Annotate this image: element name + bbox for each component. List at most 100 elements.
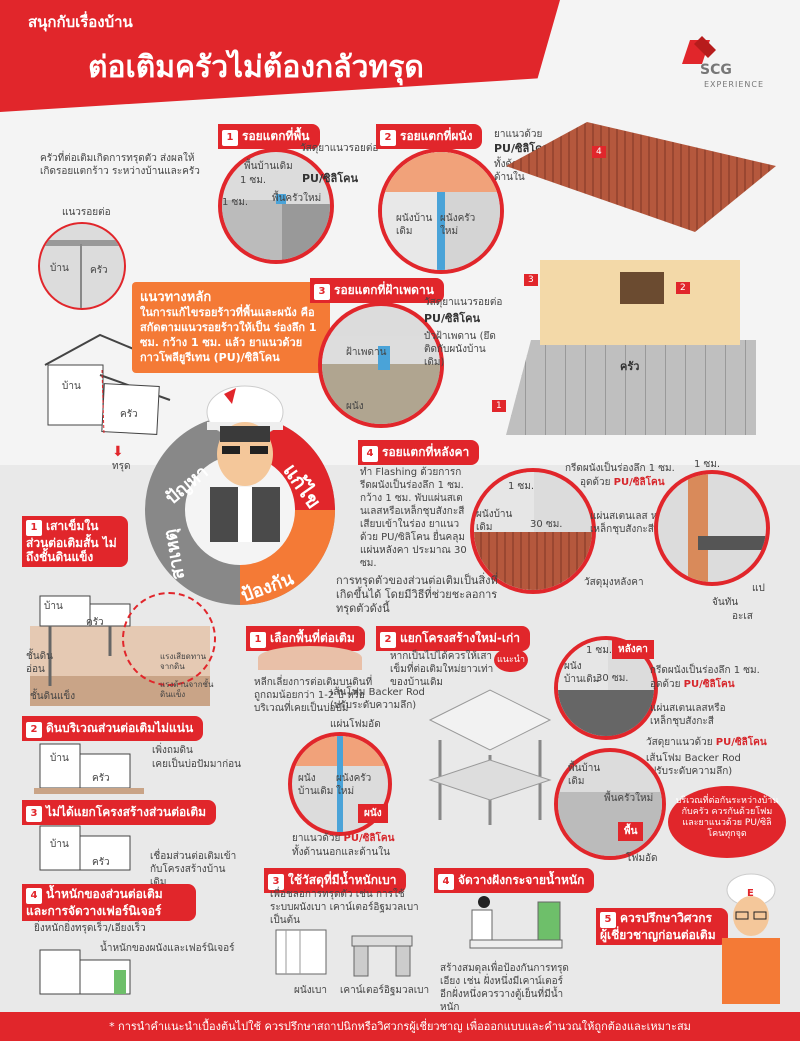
guideline-text: ในการแก้ไขรอยร้าวที่พื้นและผนัง คือ สกัด… xyxy=(140,306,317,364)
cause-3-kitchen: ครัว xyxy=(92,857,110,868)
soil-mound xyxy=(258,646,362,670)
tip-badge: แนะนำ xyxy=(494,648,528,672)
roof-dim-2: 30 ซม. xyxy=(530,519,563,530)
svg-text:E: E xyxy=(747,888,754,899)
crack-detail-circle: บ้าน ครัว xyxy=(38,222,126,310)
floor-joint-new: พื้นครัวใหม่ xyxy=(604,793,654,804)
prevent-3-text: เพื่อชลอการทรุดตัว เช่น การใช้ระบบผนังเบ… xyxy=(270,889,419,926)
advice-bubble: บริเวณที่ต่อกันระหว่างบ้านกับครัว ควรกัน… xyxy=(668,786,786,858)
cause-2-point-2: เคยเป็นบ่อปัมมาก่อน xyxy=(152,759,241,770)
lightweight-materials-diagram xyxy=(275,929,413,977)
roof-joint-dim-1: 1 ซม. xyxy=(586,645,613,656)
floor-new-label: พื้นครัวใหม่ xyxy=(272,193,322,204)
floor-note: วัสดุยาแนวรอยต่อ xyxy=(300,143,379,154)
joined-structure-diagram xyxy=(39,825,131,871)
resistance-label: แรงต้านจากชั้นดินแข็ง xyxy=(160,680,214,699)
roof-groove-label: กรีดผนังเป็นร่องลึก 1 ซม. xyxy=(565,463,675,474)
cause-3-house: บ้าน xyxy=(50,839,69,850)
roof-structure-circle xyxy=(654,470,770,586)
intro-house: บ้าน xyxy=(50,263,69,274)
prevent-intro: การทรุดตัวของส่วนต่อเติมเป็นสิ่งที่เกิดข… xyxy=(336,574,498,615)
roof-structure-dim: 1 ซม. xyxy=(694,459,721,470)
floor-joint-old: พื้นบ้านเดิม xyxy=(568,763,601,787)
heavy-load-diagram xyxy=(39,949,131,995)
joint-wall-new: ผนังครัวใหม่ xyxy=(336,773,372,797)
intro-text: ครัวที่ต่อเติมเกิดการทรุดตัว ส่งผลให้เกิ… xyxy=(40,153,200,177)
sinking-house-diagram xyxy=(44,333,171,436)
floor-joint-circle xyxy=(554,748,666,860)
cause-4-sub: ยิ่งหนักยิ่งทรุดเร็ว/เอียงเร็ว xyxy=(34,923,146,934)
guideline-heading: แนวทางหลัก xyxy=(140,290,212,305)
roof-dim-1: 1 ซม. xyxy=(508,481,535,492)
roof-wall-label: ผนังบ้านเดิม xyxy=(476,509,513,533)
logo-brand: SCG xyxy=(700,62,732,78)
loose-soil-diagram xyxy=(34,743,144,794)
hard-soil-label: ชั้นดินแข็ง xyxy=(30,691,76,702)
page-title: ต่อเติมครัวไม่ต้องกลัวทรุด xyxy=(88,50,424,85)
consultant-engineer-icon: E xyxy=(722,873,780,1004)
prevent-1-text: หลีกเลี่ยงการต่อเติมบนดินที่ถูกถมน้อยกว่… xyxy=(254,677,373,714)
scg-logo-icon xyxy=(682,36,716,64)
header-subtitle: สนุกกับเรื่องบ้าน xyxy=(28,13,133,31)
roof-fill-label: อุดด้วย PU/ซิลิโคน xyxy=(580,477,665,488)
floor-joint-backer: เส้นโฟม Backer Rod (ปรับระดับความลึก) xyxy=(646,753,741,777)
floor-dim-2: 1 ซม. xyxy=(222,197,249,208)
kitchen-floor xyxy=(506,340,756,435)
intro-kitchen: ครัว xyxy=(90,265,108,276)
roof-joint-wall: ผนังบ้านเดิม xyxy=(564,661,600,685)
prevent-4-text: สร้างสมดุลเพื่อป้องกันการทรุดเอียง เช่น … xyxy=(440,963,569,1013)
kitchen-label: ครัว xyxy=(120,409,138,420)
pile-zoom-circle xyxy=(122,592,216,686)
sink-label: ทรุด xyxy=(112,461,131,472)
separated-structure-diagram xyxy=(428,689,552,825)
wall-old-label: ผนังบ้านเดิม xyxy=(396,213,433,237)
kitchen-window xyxy=(620,272,664,304)
cause-2-point-1: เพิ่งถมดิน xyxy=(152,745,193,756)
cause-1-house: บ้าน xyxy=(44,601,63,612)
marker-2: 2 xyxy=(676,282,690,294)
prevent-2-text: หากเป็นไปได้ควรให้เสาเข็มที่ต่อเติมใหม่ย… xyxy=(390,651,494,688)
prevent-3-item-2: เคาน์เตอร์อิฐมวลเบา xyxy=(340,985,430,996)
ceiling-material: PU/ซิลิโคน xyxy=(424,312,481,325)
house-roof xyxy=(506,122,776,232)
floor-crack-circle xyxy=(218,148,334,264)
logo-tagline: EXPERIENCE xyxy=(704,80,765,89)
cause-1-kitchen: ครัว xyxy=(86,617,104,628)
tag-purlin: แป xyxy=(752,583,765,594)
roof-joint-groove: กรีดผนังเป็นร่องลึก 1 ซม. xyxy=(650,665,760,676)
floor-material: PU/ซิลิโคน xyxy=(302,172,359,185)
ceiling-crack-circle xyxy=(318,302,444,428)
house-label: บ้าน xyxy=(62,381,81,392)
wall-tag: ผนัง xyxy=(358,804,388,823)
prevent-3-item-1: ผนังเบา xyxy=(294,985,327,996)
floor-old-label: พื้นบ้านเดิม xyxy=(244,161,293,172)
roof-joint-fill: อุดด้วย PU/ซิลิโคน xyxy=(650,679,735,690)
roof-crack-circle xyxy=(470,468,596,594)
down-arrow-icon: ⬇ xyxy=(112,444,124,460)
marker-4: 4 xyxy=(592,146,606,158)
wall-crack-circle xyxy=(378,148,504,274)
joint-label: แนวรอยต่อ xyxy=(62,207,111,218)
floor-joint-foam: โฟมอัด xyxy=(626,853,658,864)
friction-label: แรงเสียดทานจากดิน xyxy=(160,652,207,671)
cause-3-note: เชื่อมส่วนต่อเติมเข้ากับโครงสร้างบ้านเดิ… xyxy=(150,851,237,888)
roof-joint-dim-2: 30 ซม. xyxy=(596,673,629,684)
cause-4-note: น้ำหนักของผนังและเฟอร์นิเจอร์ xyxy=(100,943,235,954)
floor-joint-seal: วัสดุยาแนวด้วย PU/ซิลิโคน xyxy=(646,737,767,748)
ceiling-wall-label: ผนัง xyxy=(346,401,364,412)
wall-new-label: ผนังครัวใหม่ xyxy=(440,213,476,237)
floor-dim-1: 1 ซม. xyxy=(240,175,267,186)
house-kitchen: ครัว xyxy=(620,360,640,373)
